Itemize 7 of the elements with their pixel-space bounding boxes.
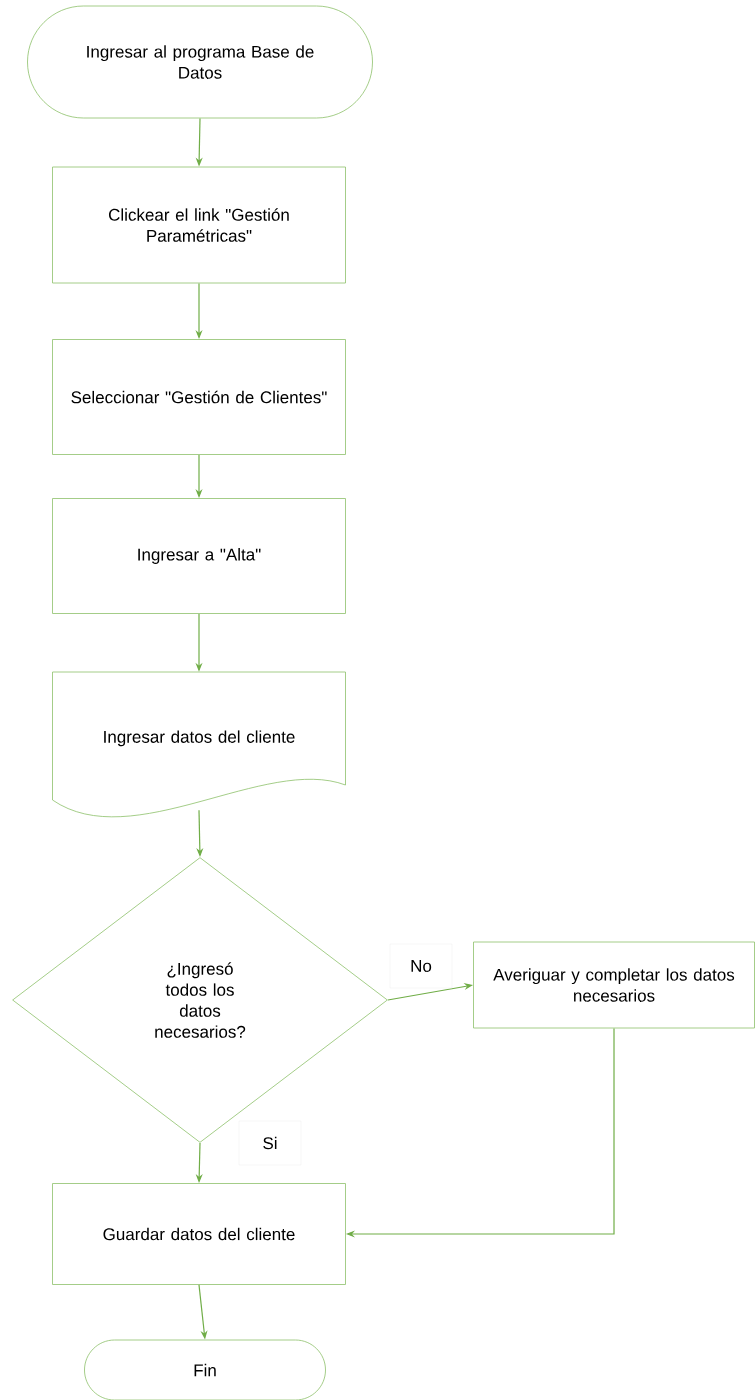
process-box: Ingresar a "Alta" xyxy=(52,498,346,614)
edge-label: Si xyxy=(238,1120,302,1166)
process-box: Averiguar y completar los datos necesarios xyxy=(473,941,755,1029)
process-box: Clickear el link "Gestión Paramétricas" xyxy=(52,166,346,284)
process-box: Guardar datos del cliente xyxy=(52,1183,346,1285)
process-box: Seleccionar "Gestión de Clientes" xyxy=(52,339,346,455)
edge-label: No xyxy=(389,943,453,989)
